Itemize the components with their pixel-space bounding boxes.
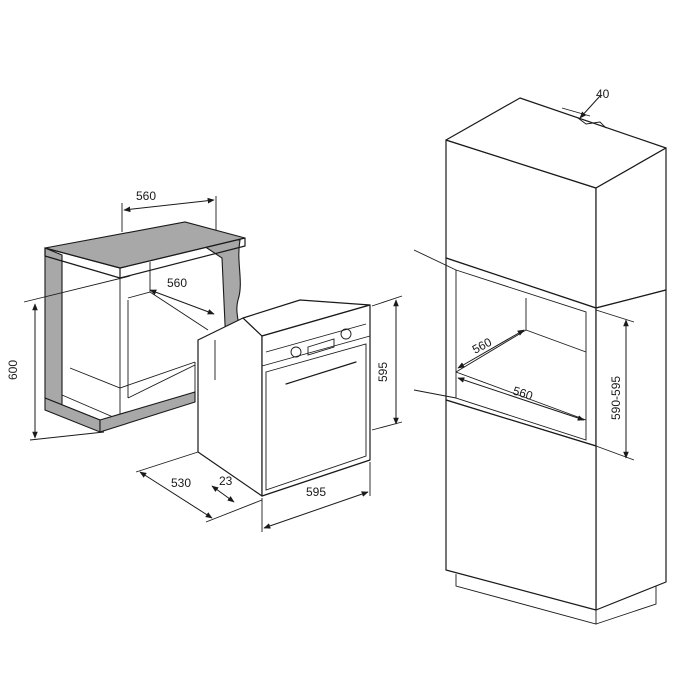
door-handle: [285, 361, 357, 385]
label-cabinet-height: 600: [6, 360, 20, 380]
undercounter-cabinet: [44, 221, 246, 433]
label-tall-height: 590-595: [609, 376, 623, 420]
label-oven-depth: 530: [171, 476, 191, 490]
dim-cabinet-width: 560: [121, 189, 217, 232]
label-tall-top: 40: [596, 87, 610, 101]
dim-cabinet-height: 600: [6, 275, 131, 441]
left-knob-icon: [290, 346, 302, 358]
label-oven-width: 595: [306, 485, 326, 499]
label-cabinet-depth: 560: [167, 276, 187, 290]
dim-oven-height: 595: [371, 295, 403, 431]
built-in-oven: [197, 299, 371, 497]
dim-oven-offset: 23: [211, 474, 235, 503]
oven-door: [265, 343, 367, 491]
dim-oven-width: 595: [261, 462, 371, 532]
label-oven-height: 595: [376, 362, 390, 382]
label-tall-width: 560: [511, 384, 535, 404]
dim-tall-width: 560: [413, 377, 585, 421]
label-oven-offset: 23: [219, 474, 233, 488]
display-icon: [307, 338, 335, 356]
dim-tall-height: 590-595: [595, 309, 635, 461]
oven-front: [261, 304, 371, 497]
tall-plinth: [455, 574, 597, 625]
tall-cabinet: [445, 97, 667, 625]
label-cabinet-width: 560: [136, 189, 156, 203]
oven-side: [197, 317, 263, 497]
dim-cabinet-depth: 560: [149, 276, 215, 315]
right-knob-icon: [340, 328, 352, 340]
dim-oven-depth: 530: [135, 451, 263, 523]
cabinet-plinth: [99, 391, 196, 433]
dim-tall-top: 40: [561, 87, 610, 119]
